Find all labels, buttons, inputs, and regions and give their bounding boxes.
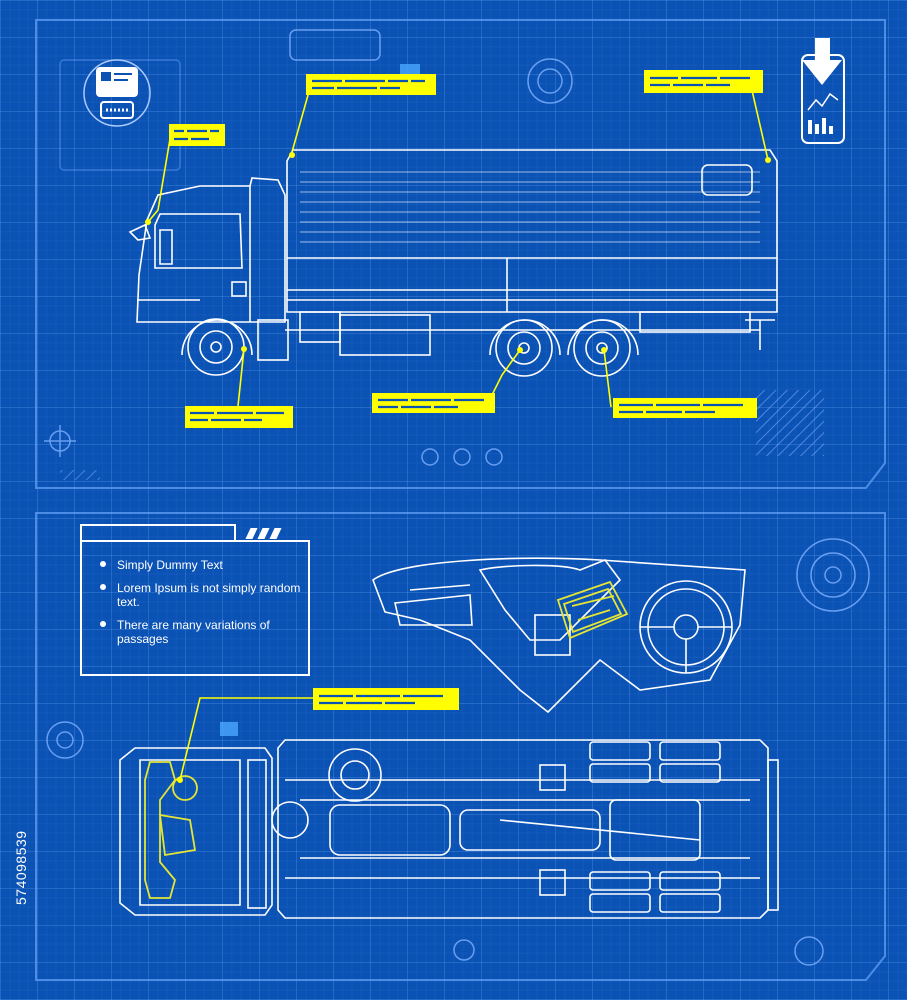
bullet-text: There are many variations of passages: [117, 618, 270, 646]
id-card-icon: [83, 59, 151, 127]
truck-side-view: [128, 149, 778, 377]
callout-boxes: [169, 70, 763, 710]
frame-top: [35, 19, 886, 981]
highlight-cab-interior: [144, 761, 198, 899]
hatch-small: [60, 470, 100, 480]
dashboard-drawing: [372, 557, 746, 714]
truck-top-view: [119, 739, 779, 919]
info-panel-tab: [80, 524, 236, 542]
decor-square: [400, 64, 420, 76]
highlight-screen: [556, 580, 629, 640]
decor-targets: [44, 29, 870, 966]
bullet-item: There are many variations of passages: [98, 618, 308, 646]
info-bullet-list: Simply Dummy Text Lorem Ipsum is not sim…: [98, 558, 308, 655]
stock-id-label: 574098539: [10, 758, 32, 908]
bullet-text: Simply Dummy Text: [117, 558, 223, 572]
bullet-dot: [100, 561, 106, 567]
bullet-dot: [100, 584, 106, 590]
decor-square-2: [220, 722, 238, 736]
hatch-block: [756, 390, 824, 456]
bullet-item: Simply Dummy Text: [98, 558, 308, 572]
callout-placeholder-lines: [174, 76, 756, 705]
info-panel: [80, 540, 310, 676]
leader-lines: [147, 85, 769, 781]
bullet-text: Lorem Ipsum is not simply random text.: [117, 581, 301, 609]
bullet-item: Lorem Ipsum is not simply random text.: [98, 581, 308, 609]
download-report-icon: [801, 38, 845, 144]
bullet-dot: [100, 621, 106, 627]
leader-dots: [145, 152, 771, 783]
stock-id-text: 574098539: [13, 830, 29, 905]
